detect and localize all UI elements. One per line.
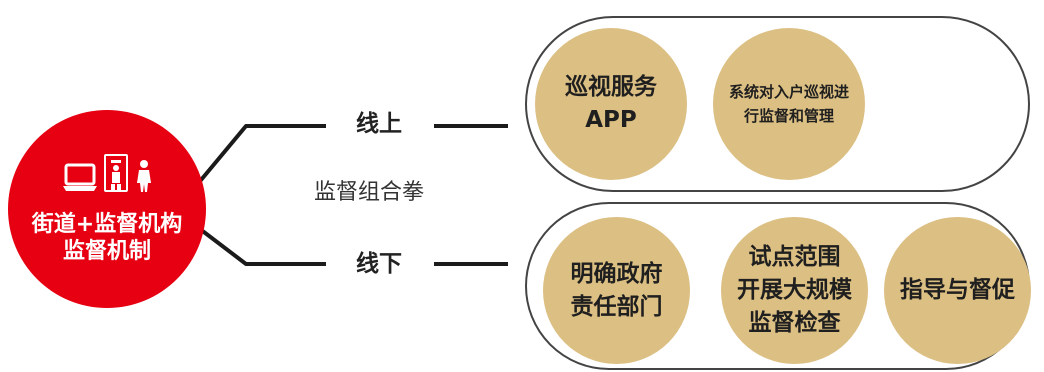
person-icon	[135, 159, 153, 197]
center-branch-label: 监督组合拳	[314, 180, 425, 205]
offline-item-guidance: 指导与督促	[884, 217, 1031, 364]
offline-item-department-label: 明确政府 责任部门	[570, 260, 663, 320]
upper-branch-label: 线上	[356, 111, 402, 137]
offline-item-guidance-label: 指导与督促	[900, 277, 1015, 303]
hub-title-line-2: 监督机制	[62, 239, 151, 264]
laptop-icon	[61, 163, 99, 197]
lower-branch-label: 线下	[356, 251, 402, 277]
offline-item-inspection-label: 试点范围 开展大规模 监督检查	[737, 244, 852, 336]
online-item-app: 巡视服务APP	[535, 28, 687, 180]
hub-title-line-1: 街道+监督机构	[31, 212, 183, 237]
lower-branch-connector	[194, 224, 326, 266]
offline-item-department: 明确政府 责任部门	[543, 217, 690, 364]
supervision-hub-circle: 街道+监督机构 监督机制	[8, 110, 206, 308]
offline-item-inspection: 试点范围 开展大规模 监督检查	[721, 217, 868, 364]
security-gate-icon	[103, 151, 131, 197]
online-item-app-label: 巡视服务APP	[565, 74, 657, 133]
upper-branch-connector	[194, 124, 326, 188]
online-item-management: 系统对入户巡视进 行监督和管理	[713, 28, 865, 180]
online-item-management-label: 系统对入户巡视进 行监督和管理	[728, 83, 849, 125]
hub-icon-group	[61, 151, 153, 197]
